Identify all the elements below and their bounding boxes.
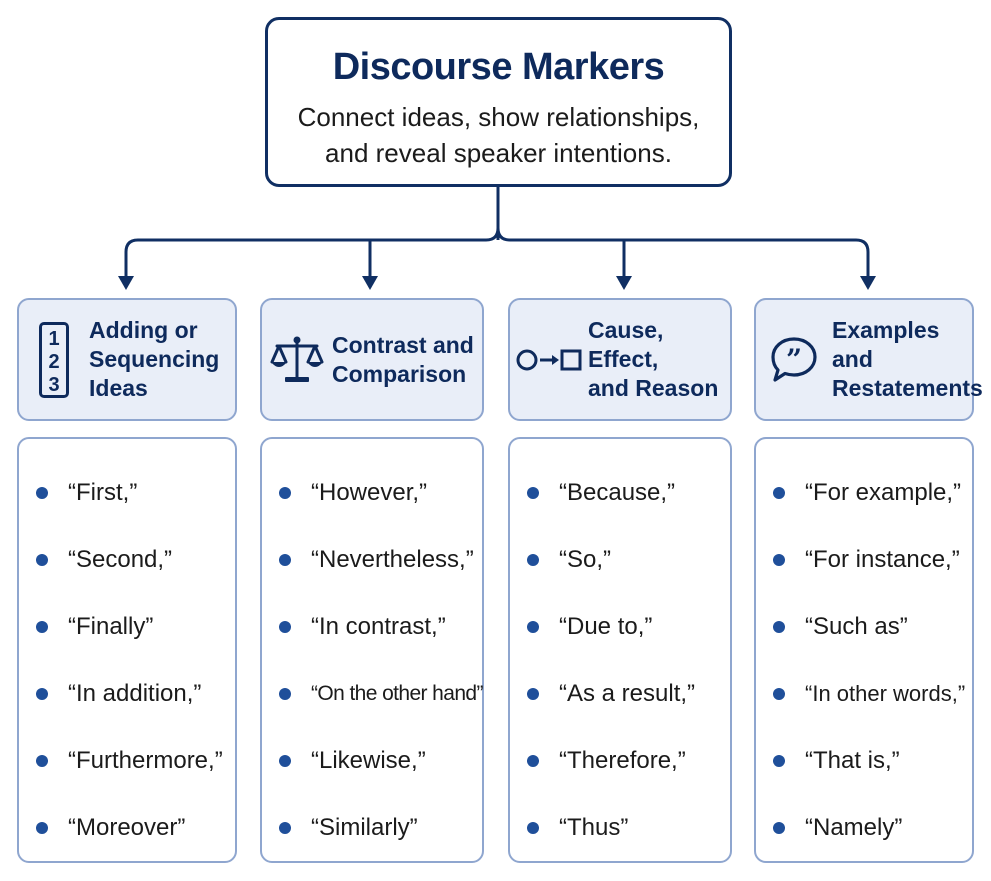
category-header-contrast: Contrast and Comparison [260, 298, 484, 421]
numbered-list-icon: 1 2 3 [19, 321, 89, 398]
bullet-icon [773, 754, 785, 767]
bullet-icon [36, 620, 48, 633]
list-item: “So,” [510, 526, 730, 593]
list-item: “Second,” [19, 526, 235, 593]
balance-scale-icon [262, 334, 332, 386]
speech-bubble-quote-icon: ” [756, 335, 832, 385]
category-title: Adding or Sequencing Ideas [89, 317, 220, 401]
bullet-icon [527, 486, 539, 499]
list-item: “Because,” [510, 459, 730, 526]
category-list-examples: “For example,” “For instance,” “Such as”… [754, 437, 974, 863]
arrowhead-4 [860, 276, 876, 290]
list-item: “As a result,” [510, 660, 730, 727]
bullet-icon [527, 754, 539, 767]
category-header-examples: ” Examples and Restatements [754, 298, 983, 421]
bullet-icon [773, 821, 785, 834]
category-title: Cause, Effect, and Reason [588, 317, 719, 401]
bullet-icon [36, 687, 48, 700]
list-item: “Similarly” [262, 794, 482, 861]
bullet-icon [36, 821, 48, 834]
category-list-adding: “First,” “Second,” “Finally” “In additio… [17, 437, 237, 863]
branch-line [124, 227, 870, 278]
list-item: “That is,” [756, 727, 972, 794]
root-subtitle-line1: Connect ideas, show relationships, [297, 102, 700, 132]
category-list-cause: “Because,” “So,” “Due to,” “As a result,… [508, 437, 732, 863]
bullet-icon [36, 553, 48, 566]
list-item: “In other words,” [756, 660, 972, 727]
list-item: “Thus” [510, 794, 730, 861]
bullet-icon [527, 687, 539, 700]
bullet-icon [279, 553, 291, 566]
category-title: Contrast and Comparison [332, 331, 474, 387]
list-item: “Due to,” [510, 593, 730, 660]
root-subtitle-line2: and reveal speaker intentions. [325, 138, 672, 168]
list-item: “Furthermore,” [19, 727, 235, 794]
cause-effect-icon [510, 345, 588, 375]
root-title: Discourse Markers [332, 46, 665, 88]
bullet-icon [773, 687, 785, 700]
list-item: “First,” [19, 459, 235, 526]
svg-text:”: ” [786, 343, 802, 376]
bullet-icon [527, 553, 539, 566]
list-item: “Finally” [19, 593, 235, 660]
bullet-icon [773, 553, 785, 566]
bullet-icon [773, 620, 785, 633]
list-item: “In addition,” [19, 660, 235, 727]
arrowhead-2 [362, 276, 378, 290]
list-item: “In contrast,” [262, 593, 482, 660]
list-item: “On the other hand” [262, 660, 483, 727]
bullet-icon [36, 486, 48, 499]
list-item: “Moreover” [19, 794, 235, 861]
bullet-icon [527, 821, 539, 834]
list-item: “Likewise,” [262, 727, 482, 794]
bullet-icon [527, 620, 539, 633]
bullet-icon [279, 620, 291, 633]
category-list-contrast: “However,” “Nevertheless,” “In contrast,… [260, 437, 484, 863]
arrowhead-3 [616, 276, 632, 290]
list-item: “Such as” [756, 593, 972, 660]
bullet-icon [36, 754, 48, 767]
bullet-icon [773, 486, 785, 499]
category-header-cause: Cause, Effect, and Reason [508, 298, 732, 421]
category-header-adding: 1 2 3 Adding or Sequencing Ideas [17, 298, 237, 421]
list-item: “Nevertheless,” [262, 526, 482, 593]
bullet-icon [279, 687, 291, 700]
root-node: Discourse Markers Connect ideas, show re… [265, 17, 732, 187]
list-item: “For instance,” [756, 526, 972, 593]
category-title: Examples and Restatements [832, 317, 983, 401]
list-item: “For example,” [756, 459, 972, 526]
list-item: “Namely” [756, 794, 972, 861]
list-item: “However,” [262, 459, 482, 526]
bullet-icon [279, 754, 291, 767]
bullet-icon [279, 821, 291, 834]
root-subtitle: Connect ideas, show relationships, and r… [268, 99, 729, 171]
arrowhead-1 [118, 276, 134, 290]
list-item: “Therefore,” [510, 727, 730, 794]
bullet-icon [279, 486, 291, 499]
